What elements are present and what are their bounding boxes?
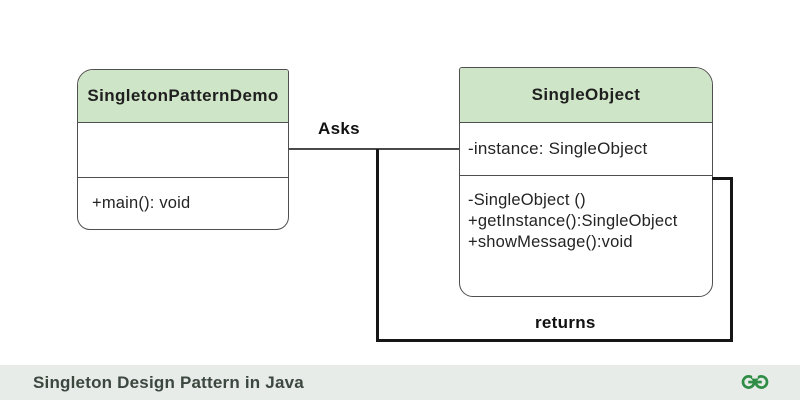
returns-line-left (376, 149, 379, 342)
demo-class-header: SingletonPatternDemo (78, 70, 288, 123)
single-attributes-section: -instance: SingleObject (460, 123, 712, 176)
single-class-name: SingleObject (531, 85, 641, 104)
single-method-getinstance: +getInstance():SingleObject (468, 212, 678, 230)
demo-class-name: SingletonPatternDemo (87, 86, 279, 105)
returns-line-right (730, 177, 733, 342)
asks-label: Asks (318, 119, 360, 138)
footer-bar: Singleton Design Pattern in Java (0, 365, 800, 400)
single-class-box: SingleObject -instance: SingleObject -Si… (459, 67, 713, 297)
demo-methods-section: +main(): void (78, 178, 288, 229)
demo-attributes-section (78, 123, 288, 178)
single-attribute-instance: -instance: SingleObject (468, 139, 648, 158)
single-class-header: SingleObject (460, 68, 712, 123)
single-methods-section: -SingleObject () +getInstance():SingleOb… (460, 176, 712, 296)
geeksforgeeks-logo-icon (741, 373, 769, 389)
returns-line-connector (712, 177, 733, 180)
demo-class-box: SingletonPatternDemo +main(): void (77, 69, 289, 230)
demo-method-main: +main(): void (92, 194, 191, 212)
returns-line-bottom (376, 339, 733, 342)
footer-caption: Singleton Design Pattern in Java (33, 372, 304, 392)
single-method-constructor: -SingleObject () (468, 191, 586, 209)
asks-line (289, 148, 459, 150)
single-method-showmessage: +showMessage():void (468, 233, 633, 251)
returns-label: returns (535, 313, 596, 332)
